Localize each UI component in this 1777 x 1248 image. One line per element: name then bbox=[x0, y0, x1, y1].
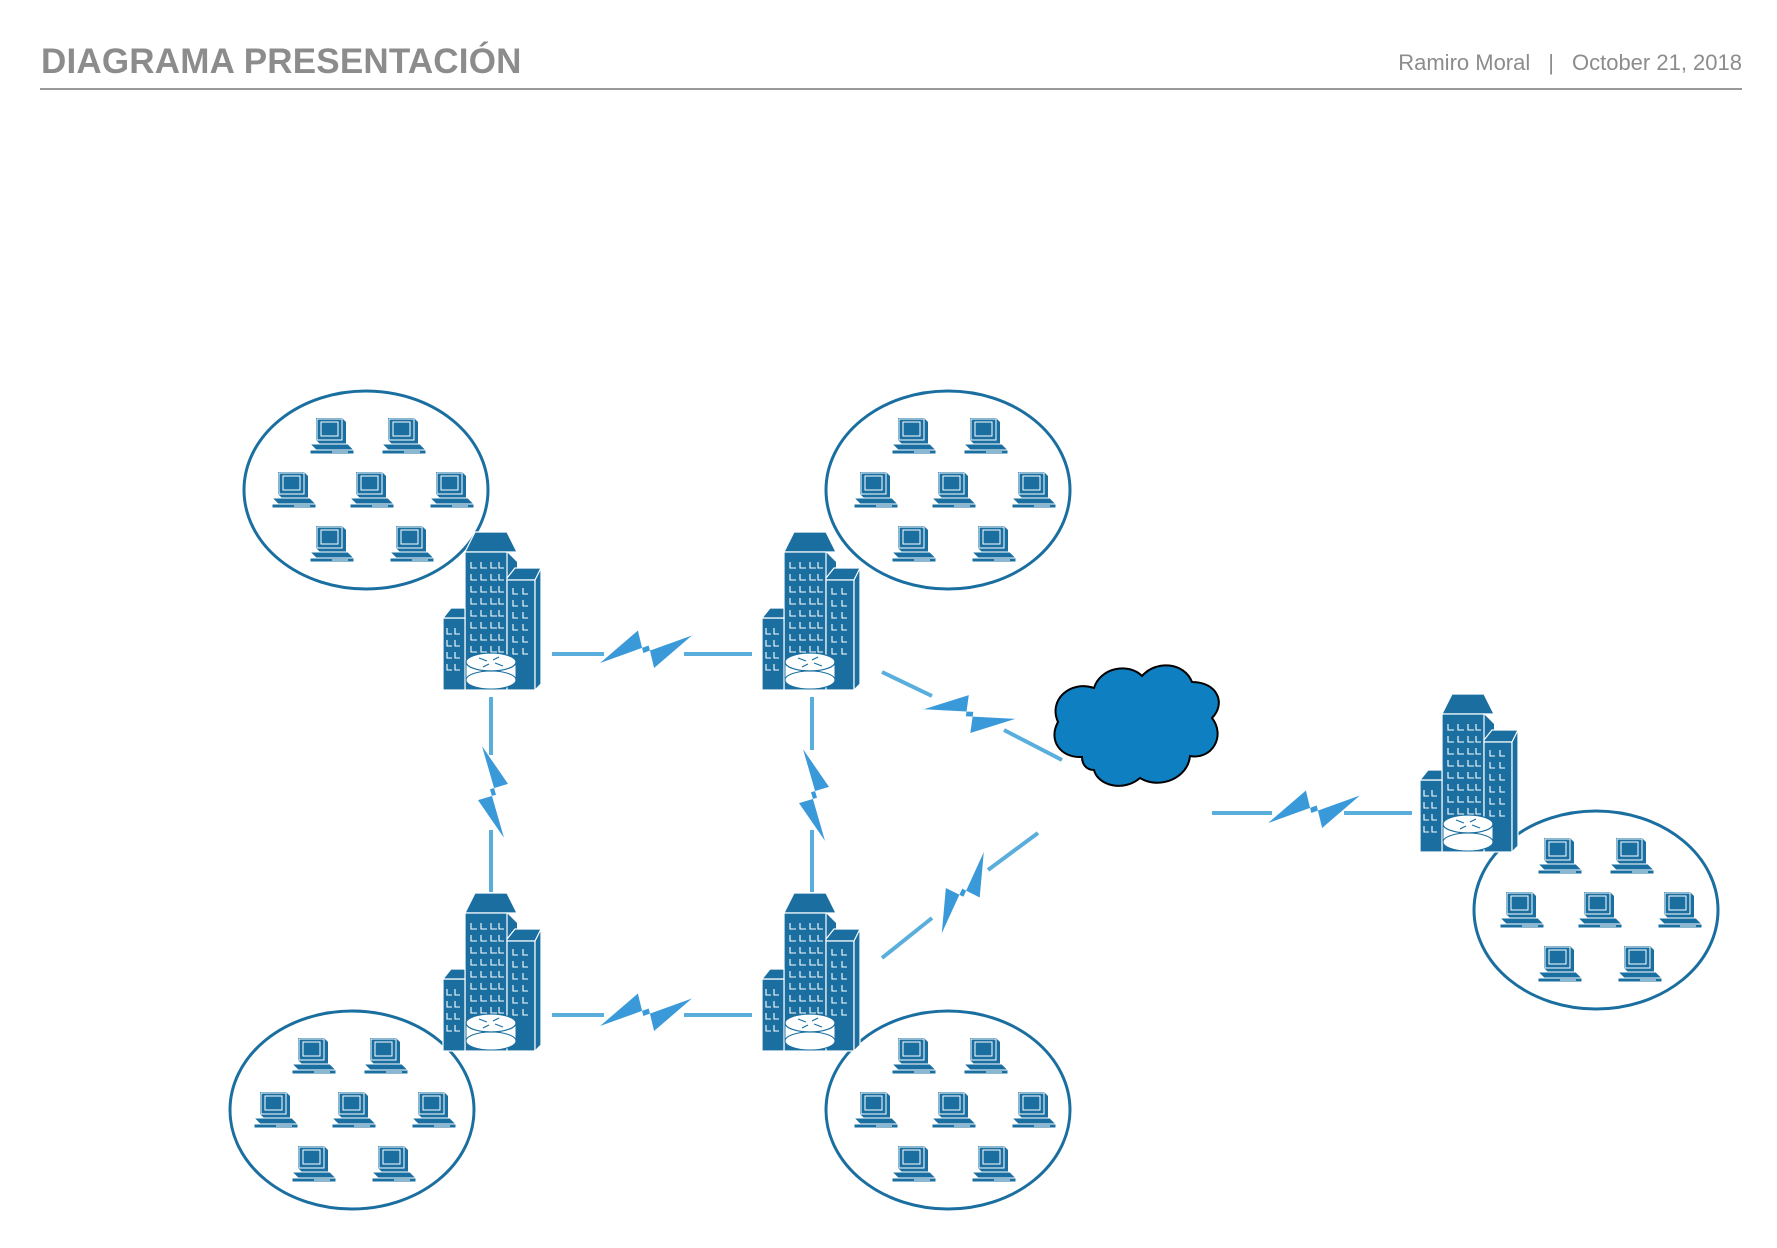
link-bottom-left-bottom-center bbox=[552, 993, 752, 1031]
page-header: DIAGRAMA PRESENTACIÓN Ramiro Moral | Octob… bbox=[40, 36, 1742, 90]
lan-bottom-center bbox=[824, 1009, 1072, 1211]
page-title: DIAGRAMA PRESENTACIÓN bbox=[41, 42, 522, 81]
document-date: October 21, 2018 bbox=[1571, 50, 1742, 75]
office-building-right-icon bbox=[1419, 693, 1519, 853]
lan-top-center bbox=[824, 389, 1072, 591]
link-top-left-bottom-left bbox=[478, 697, 508, 892]
link-bottom-center-cloud bbox=[880, 831, 1040, 960]
office-building-bottom-left-icon bbox=[442, 892, 542, 1052]
link-top-center-cloud bbox=[881, 670, 1063, 762]
office-building-bottom-center-icon bbox=[761, 892, 861, 1052]
lan-bottom-left bbox=[228, 1009, 476, 1211]
lan-top-left bbox=[242, 389, 490, 591]
meta-separator: | bbox=[1548, 50, 1554, 75]
link-top-center-bottom-center bbox=[799, 697, 829, 892]
internet-cloud-icon bbox=[1053, 664, 1220, 787]
link-cloud-right bbox=[1212, 790, 1412, 828]
wan-links bbox=[478, 630, 1412, 1031]
author-name: Ramiro Moral bbox=[1398, 50, 1531, 75]
lan-right bbox=[1472, 809, 1720, 1011]
link-top-left-top-center bbox=[552, 630, 752, 668]
page-meta: Ramiro Moral | October 21, 2018 bbox=[1398, 50, 1742, 76]
office-building-top-center-icon bbox=[761, 531, 861, 691]
